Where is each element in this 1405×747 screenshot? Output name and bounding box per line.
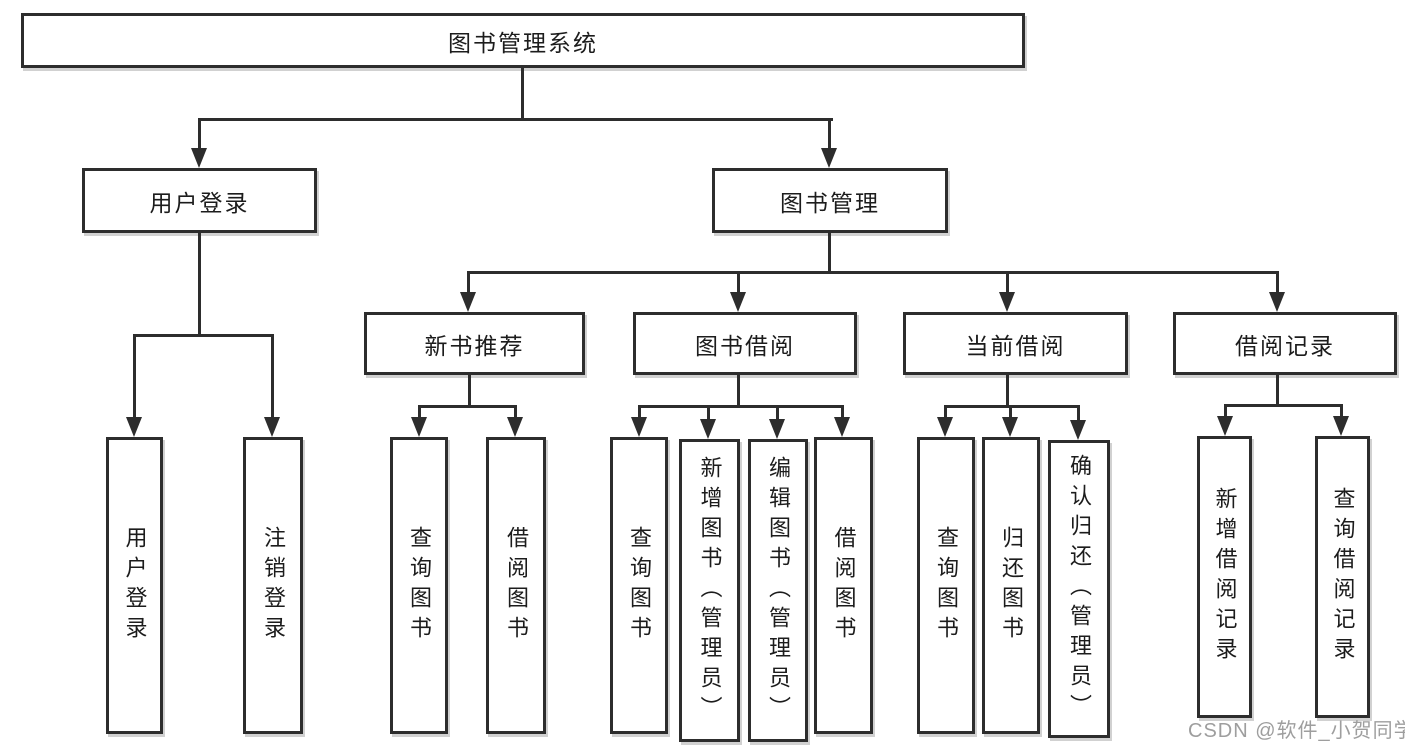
connector-stub	[1340, 404, 1343, 418]
connector-stub-leaf-logout	[271, 334, 274, 418]
node-new-book-recommend: 新书推荐	[364, 312, 585, 375]
arrow-down-icon	[999, 292, 1015, 312]
leaf-borrow-books-recommend: 借阅图书	[486, 437, 546, 734]
csdn-watermark: CSDN @软件_小贺同学	[1188, 720, 1405, 742]
leaf-query-borrow-record-label: 查询借阅记录	[1330, 487, 1356, 667]
connector-stub-current-borrowing	[1006, 271, 1009, 294]
connector-stub-book-management	[828, 118, 831, 152]
arrow-down-icon	[631, 417, 647, 437]
arrow-down-icon	[1333, 416, 1349, 436]
node-root-system-label: 图书管理系统	[448, 29, 598, 56]
arrow-down-icon	[769, 419, 785, 439]
connector-level3-rail	[467, 271, 1279, 274]
arrow-down-icon	[264, 417, 280, 437]
connector-stub	[418, 405, 421, 419]
connector-stub	[944, 405, 947, 419]
leaf-logout: 注销登录	[243, 437, 303, 734]
connector-user-login-trunk	[198, 233, 201, 336]
leaf-query-books-borrowing: 查询图书	[610, 437, 668, 734]
connector-stub	[1077, 405, 1080, 422]
node-current-borrowing-label: 当前借阅	[965, 332, 1066, 359]
leaf-user-login-label: 用户登录	[122, 525, 148, 646]
arrow-down-icon	[191, 148, 207, 168]
connector-current-borrowing-rail	[944, 405, 1080, 408]
arrow-down-icon	[1070, 420, 1086, 440]
connector-root-trunk	[521, 68, 524, 120]
node-book-borrowing: 图书借阅	[633, 312, 857, 375]
node-book-management: 图书管理	[712, 168, 948, 233]
connector-new-book-trunk	[468, 375, 471, 407]
node-borrow-records: 借阅记录	[1173, 312, 1397, 375]
arrow-down-icon	[1002, 417, 1018, 437]
connector-borrow-records-rail	[1224, 404, 1343, 407]
arrow-down-icon	[937, 417, 953, 437]
node-root-system: 图书管理系统	[21, 13, 1025, 68]
arrow-down-icon	[1269, 292, 1285, 312]
connector-stub	[776, 405, 779, 421]
node-current-borrowing: 当前借阅	[903, 312, 1128, 375]
connector-stub	[514, 405, 517, 419]
node-user-login: 用户登录	[82, 168, 317, 233]
leaf-query-books-current: 查询图书	[917, 437, 975, 734]
connector-stub	[1009, 405, 1012, 419]
leaf-borrow-books-recommend-label: 借阅图书	[504, 525, 529, 646]
leaf-query-books-borrowing-label: 查询图书	[627, 525, 652, 646]
connector-stub-leaf-user-login	[133, 334, 136, 418]
leaf-add-books-admin-label: 新增图书（管理员）	[697, 455, 723, 726]
connector-stub-book-borrowing	[737, 271, 740, 294]
leaf-borrow-books-borrowing-label: 借阅图书	[831, 525, 857, 646]
leaf-add-books-admin: 新增图书（管理员）	[679, 439, 740, 742]
leaf-edit-books-admin: 编辑图书（管理员）	[748, 439, 808, 742]
node-new-book-recommend-label: 新书推荐	[424, 332, 525, 359]
leaf-query-books-current-label: 查询图书	[934, 525, 959, 646]
connector-stub-user-login	[198, 118, 201, 152]
leaf-user-login: 用户登录	[106, 437, 163, 734]
connector-stub-new-book	[467, 271, 470, 294]
leaf-confirm-return-admin: 确认归还（管理员）	[1048, 440, 1110, 738]
connector-stub	[638, 405, 641, 419]
leaf-logout-label: 注销登录	[261, 525, 286, 646]
leaf-add-borrow-record: 新增借阅记录	[1197, 436, 1252, 718]
connector-stub	[1224, 404, 1227, 418]
node-borrow-records-label: 借阅记录	[1235, 332, 1335, 359]
arrow-down-icon	[126, 417, 142, 437]
connector-new-book-rail	[418, 405, 517, 408]
arrow-down-icon	[1217, 416, 1233, 436]
leaf-return-books-label: 归还图书	[999, 525, 1024, 646]
leaf-confirm-return-admin-label: 确认归还（管理员）	[1067, 454, 1092, 724]
connector-book-management-trunk	[828, 233, 831, 273]
leaf-query-books-recommend-label: 查询图书	[407, 525, 432, 646]
connector-book-borrowing-rail	[638, 405, 844, 408]
node-book-management-label: 图书管理	[780, 189, 880, 216]
node-user-login-label: 用户登录	[149, 189, 250, 216]
arrow-down-icon	[460, 292, 476, 312]
connector-stub-borrow-records	[1276, 271, 1279, 294]
connector-user-login-rail	[133, 334, 274, 337]
connector-book-borrowing-trunk	[737, 375, 740, 407]
leaf-query-borrow-record: 查询借阅记录	[1315, 436, 1370, 718]
leaf-edit-books-admin-label: 编辑图书（管理员）	[766, 455, 791, 726]
arrow-down-icon	[507, 417, 523, 437]
connector-borrow-records-trunk	[1276, 375, 1279, 406]
leaf-borrow-books-borrowing: 借阅图书	[814, 437, 873, 734]
connector-stub	[707, 405, 710, 421]
leaf-return-books: 归还图书	[982, 437, 1040, 734]
node-book-borrowing-label: 图书借阅	[695, 332, 795, 359]
connector-stub	[841, 405, 844, 419]
arrow-down-icon	[821, 148, 837, 168]
arrow-down-icon	[411, 417, 427, 437]
arrow-down-icon	[700, 419, 716, 439]
arrow-down-icon	[730, 292, 746, 312]
leaf-query-books-recommend: 查询图书	[390, 437, 448, 734]
arrow-down-icon	[834, 417, 850, 437]
connector-level2-rail	[198, 118, 833, 121]
connector-current-borrowing-trunk	[1006, 375, 1009, 407]
leaf-add-borrow-record-label: 新增借阅记录	[1212, 487, 1238, 667]
